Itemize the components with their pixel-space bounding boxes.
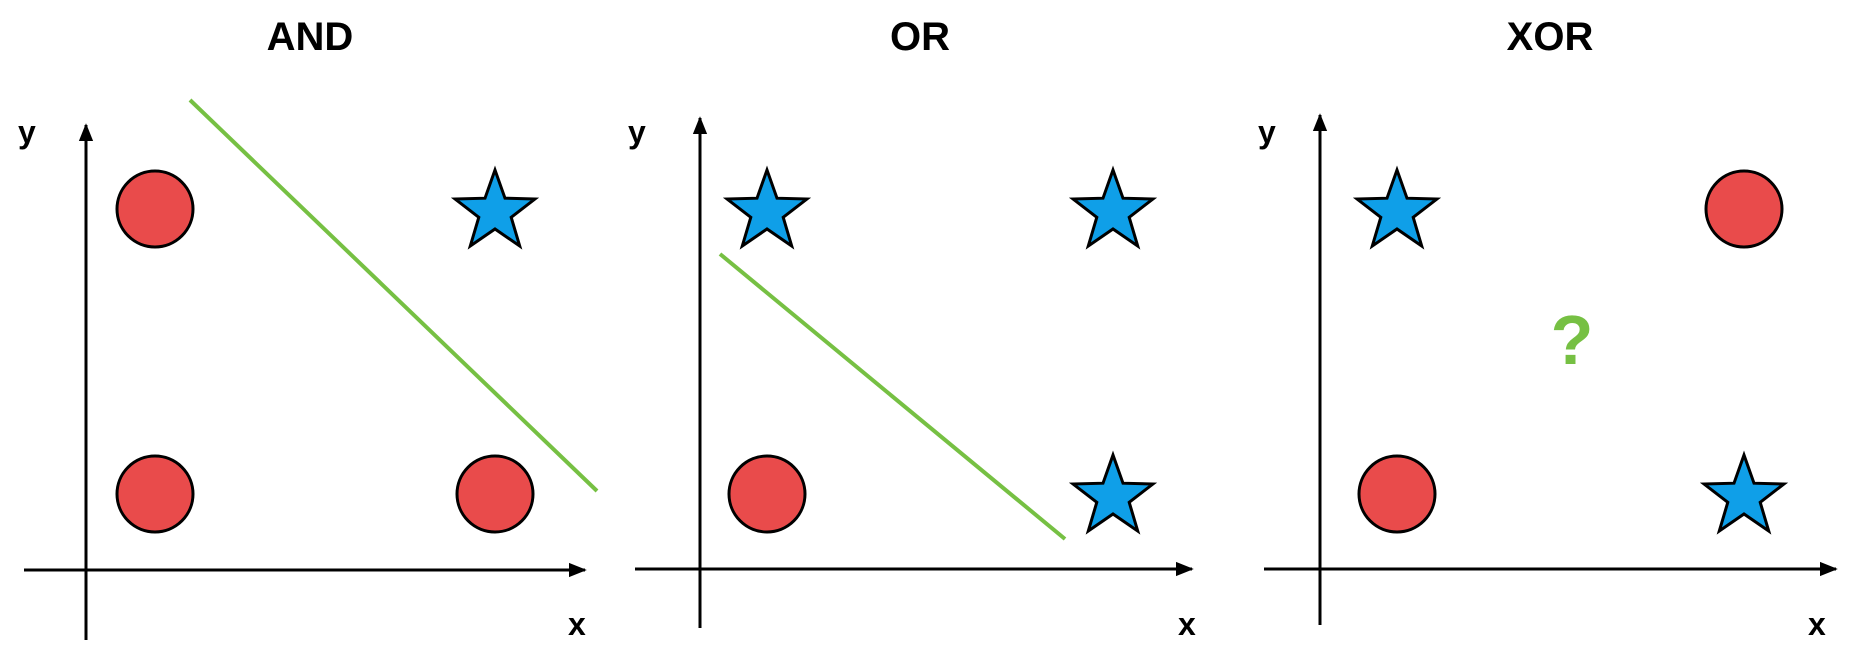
circle-marker-bottom-left: [727, 454, 807, 534]
star-marker-top-right: [450, 165, 540, 250]
circle-marker-top-right: [1704, 169, 1784, 249]
circle-marker-bottom-left: [1357, 454, 1437, 534]
circle-marker-bottom-left: [115, 454, 195, 534]
x-axis-label: x: [568, 606, 586, 642]
question-mark: ?: [1551, 301, 1594, 379]
data-points-xor: [1352, 165, 1789, 535]
decision-boundary-line: [718, 252, 1067, 541]
y-axis-label: y: [18, 114, 36, 150]
panel-title-xor: XOR: [1507, 15, 1594, 59]
x-axis-label: x: [1178, 606, 1196, 642]
panel-title-and: AND: [267, 15, 354, 59]
star-marker-top-left: [722, 165, 812, 250]
circle-marker-bottom-right: [455, 454, 535, 534]
data-points-or: [722, 165, 1158, 535]
panel-title-or: OR: [890, 15, 950, 59]
star-marker-top-right: [1068, 165, 1158, 250]
circle-marker-top-left: [115, 169, 195, 249]
y-axis-label: y: [628, 114, 646, 150]
x-axis-label: x: [1808, 606, 1826, 642]
panel-xor: XOR y x ?: [1258, 15, 1838, 642]
panel-or: OR y x: [628, 15, 1196, 642]
panel-and: AND y x: [18, 15, 599, 642]
star-marker-bottom-right: [1699, 450, 1789, 535]
decision-boundary-line: [188, 98, 599, 493]
data-points-and: [115, 165, 540, 534]
star-marker-bottom-right: [1068, 450, 1158, 535]
star-marker-top-left: [1352, 165, 1442, 250]
y-axis-label: y: [1258, 114, 1276, 150]
